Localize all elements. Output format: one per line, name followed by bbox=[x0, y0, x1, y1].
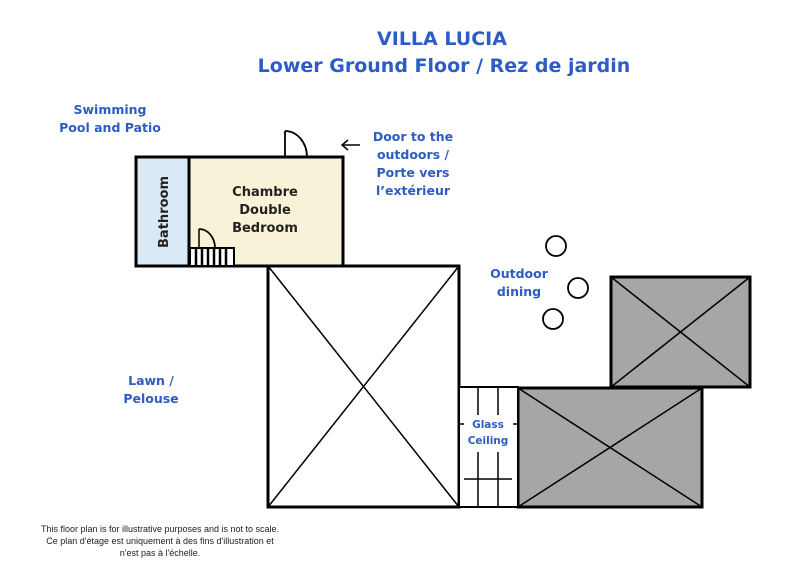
svg-text:Ceiling: Ceiling bbox=[468, 435, 509, 447]
inner-door-icon bbox=[198, 228, 216, 249]
svg-text:l’extérieur: l’extérieur bbox=[376, 183, 451, 198]
title-floor: Lower Ground Floor / Rez de jardin bbox=[258, 55, 631, 77]
disclaimer: This floor plan is for illustrative purp… bbox=[41, 524, 279, 558]
svg-text:Double: Double bbox=[239, 203, 291, 218]
gray-block-bottom bbox=[516, 386, 704, 509]
svg-text:This floor plan is for illustr: This floor plan is for illustrative purp… bbox=[41, 524, 279, 534]
upper-floor-block bbox=[266, 264, 461, 509]
table-icon bbox=[545, 235, 567, 257]
svg-text:Outdoor: Outdoor bbox=[490, 266, 549, 281]
svg-text:Door to the: Door to the bbox=[373, 129, 453, 144]
arrow-icon bbox=[340, 139, 360, 151]
bedroom-label: Chambre Double Bedroom bbox=[232, 185, 298, 236]
stairs-icon bbox=[189, 247, 235, 267]
svg-text:n'est pas à l'échelle.: n'est pas à l'échelle. bbox=[120, 548, 201, 558]
svg-text:Glass: Glass bbox=[472, 419, 504, 431]
table-icon bbox=[542, 308, 564, 330]
outdoor-dining-label: Outdoor dining bbox=[490, 266, 549, 299]
svg-text:Ce plan d'étage est uniquement: Ce plan d'étage est uniquement à des fin… bbox=[46, 536, 274, 546]
pool-label: Swimming Pool and Patio bbox=[59, 102, 161, 135]
svg-text:dining: dining bbox=[497, 284, 541, 299]
svg-text:Pelouse: Pelouse bbox=[123, 391, 178, 406]
outdoor-door-icon bbox=[284, 130, 308, 158]
svg-text:outdoors /: outdoors / bbox=[377, 147, 450, 162]
svg-text:Chambre: Chambre bbox=[232, 185, 298, 200]
bathroom-label: Bathroom bbox=[157, 176, 172, 248]
svg-text:Bedroom: Bedroom bbox=[232, 221, 298, 236]
title-villa: VILLA LUCIA bbox=[377, 28, 507, 50]
svg-text:Swimming: Swimming bbox=[73, 102, 146, 117]
svg-text:Pool and Patio: Pool and Patio bbox=[59, 120, 161, 135]
gray-block-top-right bbox=[609, 275, 752, 389]
table-icon bbox=[567, 277, 589, 299]
lawn-label: Lawn / Pelouse bbox=[123, 373, 178, 406]
glass-ceiling-corridor: Glass Ceiling bbox=[458, 386, 519, 508]
door-label: Door to the outdoors / Porte vers l’exté… bbox=[373, 129, 453, 198]
svg-text:Porte vers: Porte vers bbox=[377, 165, 450, 180]
svg-text:Lawn /: Lawn / bbox=[128, 373, 174, 388]
